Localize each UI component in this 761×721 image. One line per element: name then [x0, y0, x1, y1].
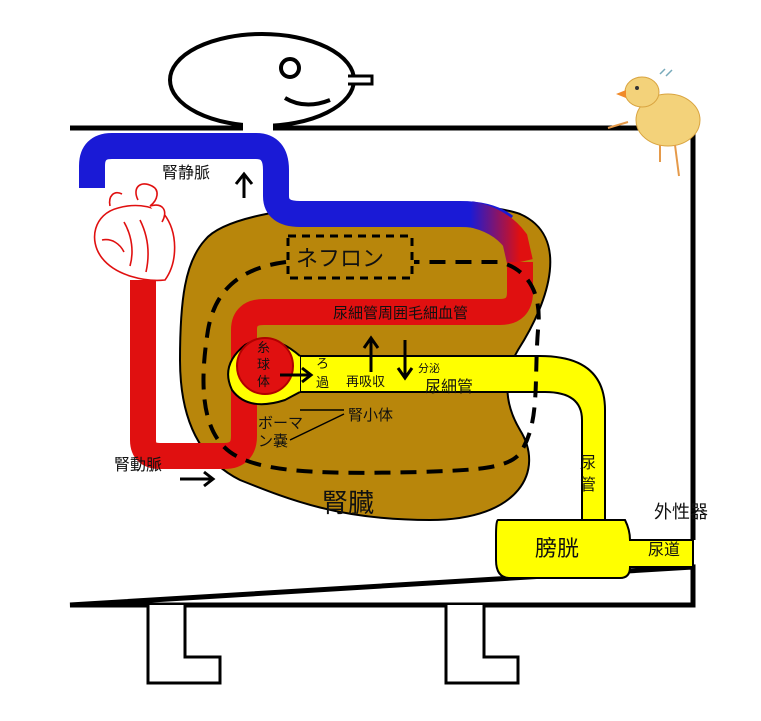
filtration-label-1: ろ [316, 357, 329, 372]
nephron-label: ネフロン [296, 247, 384, 272]
renal-vein-label: 腎静脈 [162, 163, 210, 182]
urethra-label: 尿道 [648, 540, 680, 559]
reabsorption-label: 再吸収 [346, 375, 385, 390]
glomerulus-label-3: 体 [257, 375, 270, 390]
heart-illustration [93, 183, 176, 282]
renal-corpuscle-label: 腎小体 [348, 406, 393, 424]
mouth [283, 96, 331, 107]
bowman-label-2: ン嚢 [258, 432, 288, 450]
beak [348, 74, 374, 86]
external-genitalia-label: 外性器 [654, 502, 708, 523]
arrows [180, 171, 414, 488]
eye [279, 57, 301, 79]
chick-illustration [607, 68, 701, 177]
renal-artery-label: 腎動脈 [114, 455, 162, 474]
filtration-label-2: 過 [316, 376, 329, 391]
capillary-label: 尿細管周囲毛細血管 [333, 304, 468, 322]
bladder-label: 膀胱 [535, 537, 579, 562]
ureter-label-1: 尿 [580, 453, 596, 472]
legs [146, 605, 520, 685]
renal-vein [79, 133, 533, 265]
renal-tubule-label: 尿細管 [425, 377, 473, 396]
nephron-outline [201, 234, 541, 475]
secretion-label: 分泌 [418, 362, 440, 375]
glomerulus-label-1: 糸 [257, 341, 270, 356]
head [168, 32, 374, 134]
bowman-label-1: ボーマ [258, 414, 303, 432]
kidney-label: 腎臓 [322, 489, 374, 519]
ureter-label-2: 管 [580, 475, 596, 494]
glomerulus [236, 337, 294, 395]
glomerulus-label-2: 球 [257, 358, 270, 373]
